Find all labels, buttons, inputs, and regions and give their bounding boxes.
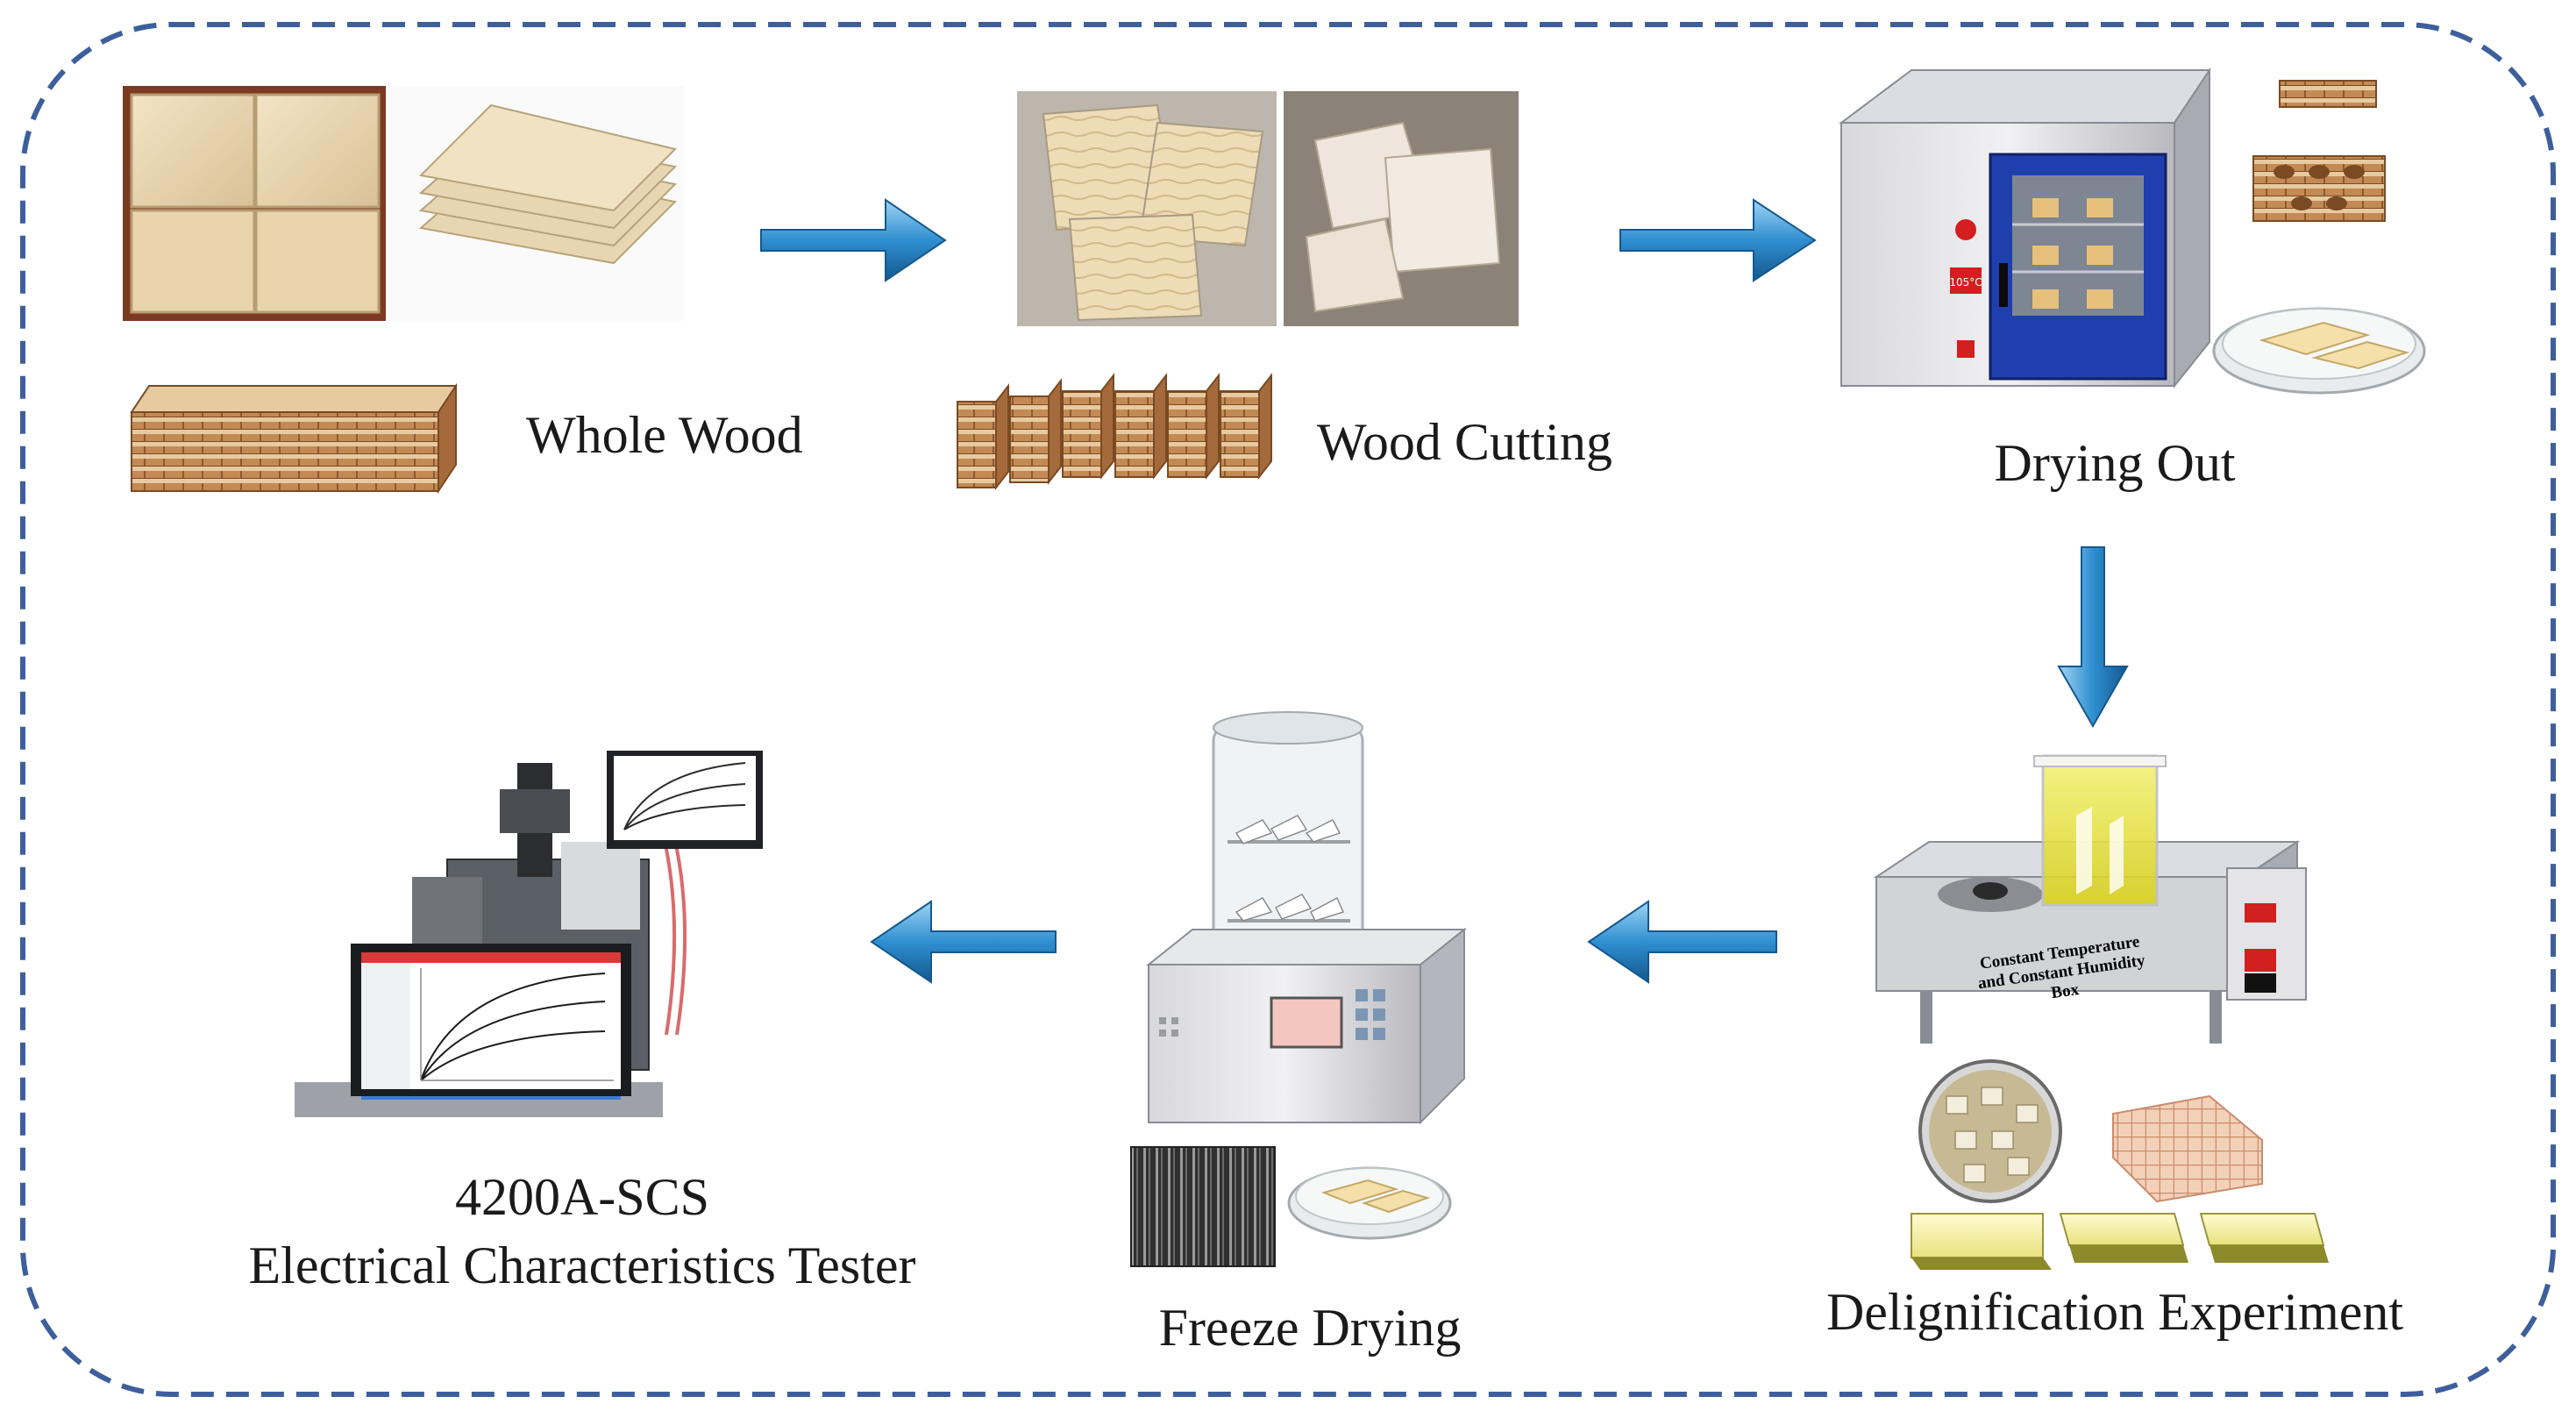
dashed-frame xyxy=(20,22,2556,1397)
label-tester-model: 4200A-SCS xyxy=(454,1168,710,1226)
arrow-right-2 xyxy=(1619,198,1817,282)
freeze-dryer-icon xyxy=(1146,711,1467,1125)
label-whole-wood: Whole Wood xyxy=(526,406,803,464)
arrow-down xyxy=(2057,546,2129,729)
wood-cutting-photos xyxy=(1017,91,1519,326)
constant-humidity-box-icon: Constant Temperature and Constant Humidi… xyxy=(1873,754,2307,1044)
label-tester-name: Electrical Characteristics Tester xyxy=(248,1236,916,1294)
wood-cutting-slices-icon xyxy=(957,373,1272,490)
label-drying-out: Drying Out xyxy=(1994,434,2236,492)
label-tester: 4200A-SCS Electrical Characteristics Tes… xyxy=(249,1163,916,1300)
drying-oven-icon: 105°C xyxy=(1839,67,2211,388)
label-delignification-experiment: Delignification Experiment xyxy=(1825,1283,2404,1341)
arrow-right-1 xyxy=(760,198,947,282)
drying-samples-icons xyxy=(2212,80,2426,395)
arrow-left-1 xyxy=(1587,900,1777,984)
box-text-line3: Box xyxy=(2050,980,2081,1002)
label-wood-cutting: Wood Cutting xyxy=(1317,413,1612,471)
label-freeze-drying: Freeze Drying xyxy=(1158,1299,1462,1357)
electrical-tester-icon xyxy=(295,751,763,1117)
freeze-dried-samples-icons xyxy=(1130,1146,1452,1267)
arrow-left-2 xyxy=(870,900,1057,984)
oven-display: 105°C xyxy=(1949,276,1982,289)
delignified-samples-icons xyxy=(1911,1059,2329,1270)
whole-wood-photos xyxy=(123,86,684,321)
whole-wood-block-icon xyxy=(130,382,458,495)
